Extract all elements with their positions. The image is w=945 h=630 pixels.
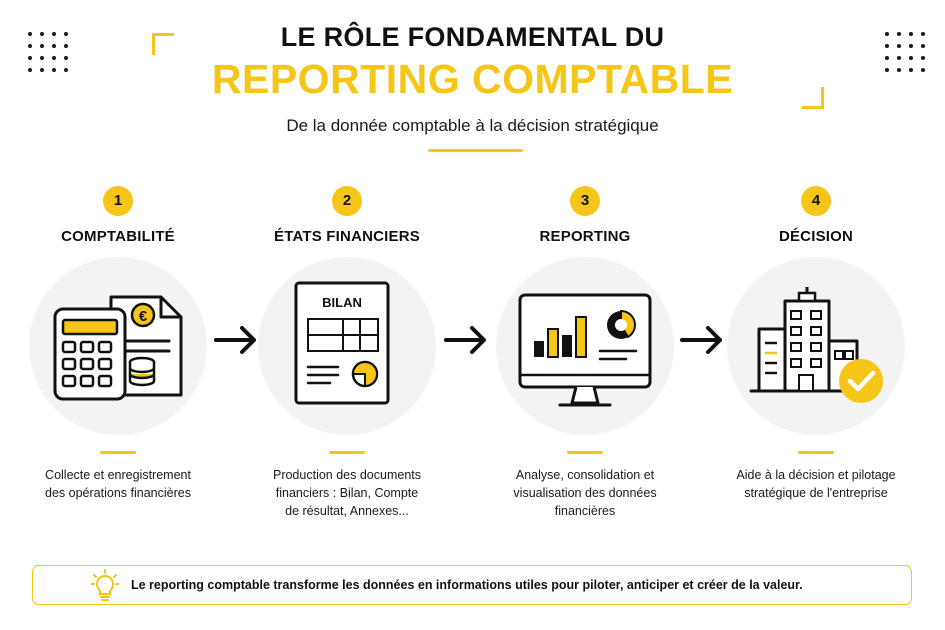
step-description: Aide à la décision et pilotage stratégiq… (736, 468, 896, 500)
step-description: Analyse, consolidation et visualisation … (513, 468, 657, 518)
corner-bracket-bottom-right (802, 87, 824, 109)
step-reporting: 3 REPORTING Analyse, consolidation et vi… (475, 186, 695, 520)
step-number: 1 (103, 186, 133, 216)
step-decision: 4 DÉCISION (706, 186, 926, 502)
title-line-1: LE RÔLE FONDAMENTAL DU (280, 22, 665, 52)
step-number: 2 (332, 186, 362, 216)
step-separator (100, 451, 136, 454)
step-comptabilite: 1 COMPTABILITÉ € (8, 186, 228, 502)
dashboard-monitor-icon (518, 293, 652, 407)
title-line-2: REPORTING COMPTABLE (211, 56, 734, 102)
step-etats-financiers: 2 ÉTATS FINANCIERS BILAN Production des … (237, 186, 457, 520)
footer-text: Le reporting comptable transforme les do… (131, 578, 803, 592)
step-separator (329, 451, 365, 454)
footer-banner: Le reporting comptable transforme les do… (32, 565, 912, 605)
step-description: Collecte et enregistrement des opération… (45, 468, 191, 500)
subtitle: De la donnée comptable à la décision str… (286, 116, 659, 135)
calculator-document-icon: € (53, 295, 183, 401)
step-separator (567, 451, 603, 454)
step-icon-circle (727, 257, 905, 435)
arrow-right-icon (444, 326, 486, 354)
decorative-dots-right (885, 32, 925, 72)
lightbulb-icon (91, 569, 119, 601)
step-number: 4 (801, 186, 831, 216)
step-description: Production des documents financiers : Bi… (272, 468, 421, 518)
step-icon-circle: BILAN (258, 257, 436, 435)
step-label: ÉTATS FINANCIERS (274, 228, 420, 245)
step-number: 3 (570, 186, 600, 216)
step-label: REPORTING (539, 228, 631, 245)
bilan-label: BILAN (322, 295, 362, 310)
step-label: COMPTABILITÉ (61, 228, 175, 245)
subtitle-underline (428, 149, 523, 152)
step-icon-circle (496, 257, 674, 435)
step-separator (798, 451, 834, 454)
euro-symbol: € (139, 308, 148, 325)
corner-bracket-top-left (152, 33, 174, 55)
building-check-icon (749, 287, 883, 403)
arrow-right-icon (680, 326, 722, 354)
arrow-right-icon (214, 326, 256, 354)
balance-sheet-icon: BILAN (294, 281, 390, 405)
decorative-dots-left (28, 32, 68, 72)
step-label: DÉCISION (778, 228, 854, 245)
step-icon-circle: € (29, 257, 207, 435)
